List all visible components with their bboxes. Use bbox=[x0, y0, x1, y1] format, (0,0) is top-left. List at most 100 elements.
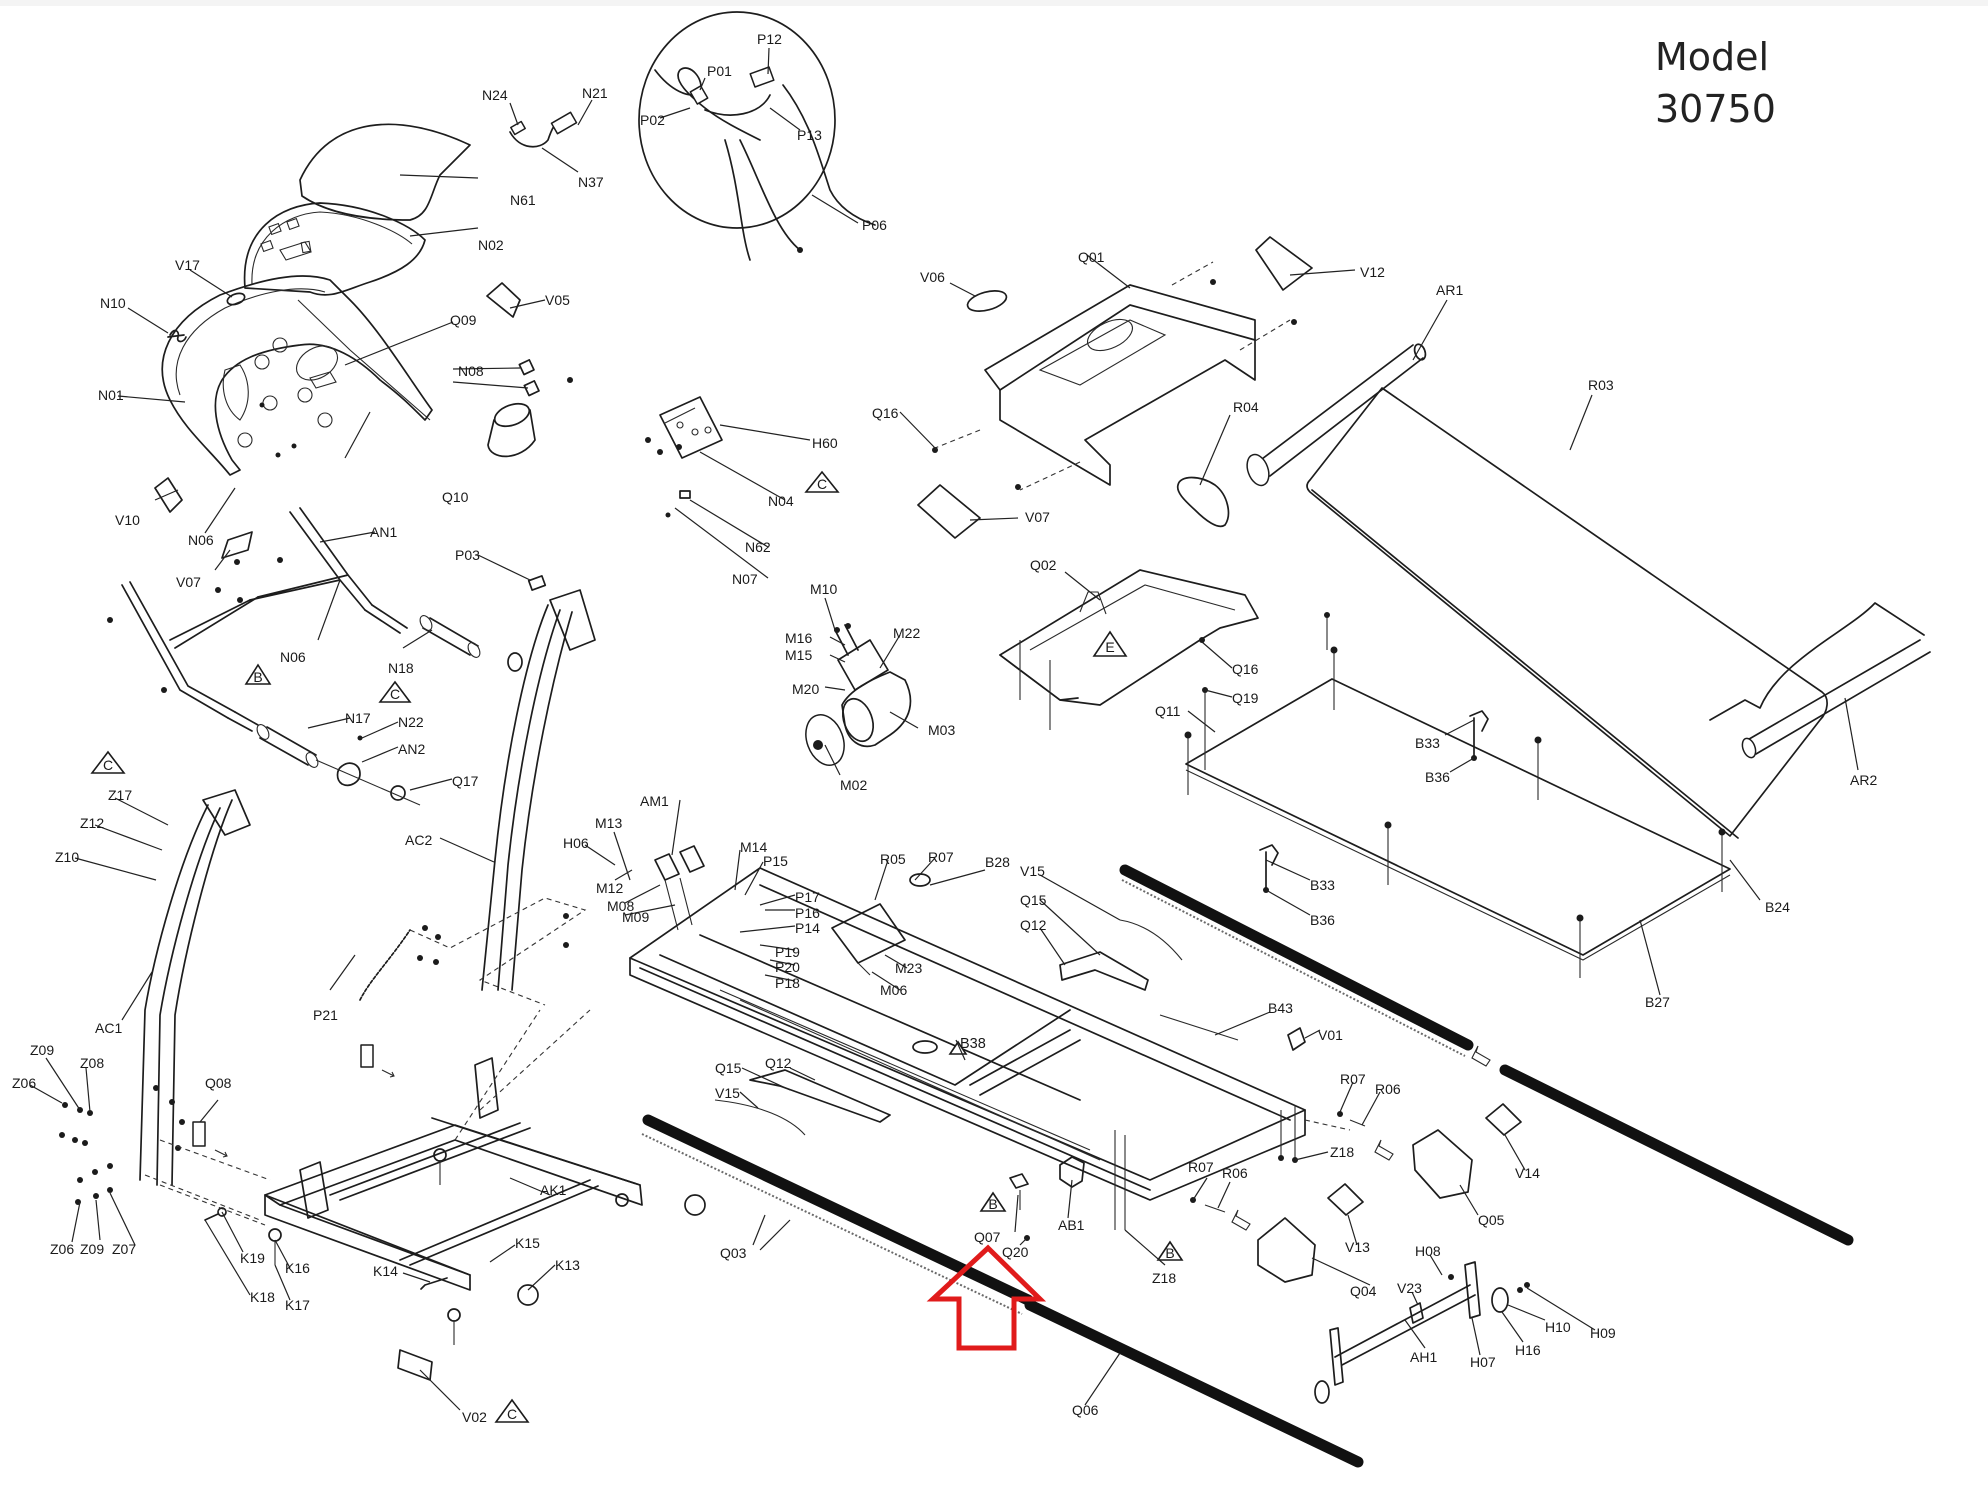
label-p16[interactable]: P16 bbox=[795, 905, 820, 921]
label-r05-frame[interactable]: R05 bbox=[880, 851, 906, 867]
part-ah1[interactable] bbox=[1334, 1284, 1476, 1366]
part-p03[interactable] bbox=[527, 575, 547, 591]
part-ak1[interactable] bbox=[264, 1124, 643, 1206]
label-m20[interactable]: M20 bbox=[792, 681, 819, 697]
label-m13[interactable]: M13 bbox=[595, 815, 622, 831]
label-n10[interactable]: N10 bbox=[100, 295, 126, 311]
label-v06[interactable]: V06 bbox=[920, 269, 945, 285]
part-m10[interactable] bbox=[834, 627, 840, 633]
part-v01[interactable] bbox=[1287, 1027, 1306, 1051]
label-b27[interactable]: B27 bbox=[1645, 994, 1670, 1010]
part-an1[interactable] bbox=[249, 507, 373, 611]
label-b36-lower[interactable]: B36 bbox=[1310, 912, 1335, 928]
part-m22-mount[interactable] bbox=[837, 639, 889, 691]
label-q20[interactable]: Q20 bbox=[1002, 1244, 1029, 1260]
label-p14[interactable]: P14 bbox=[795, 920, 820, 936]
label-q11[interactable]: Q11 bbox=[1155, 703, 1181, 719]
label-r07-mid[interactable]: R07 bbox=[1188, 1159, 1214, 1175]
label-h08[interactable]: H08 bbox=[1415, 1243, 1441, 1259]
label-v10[interactable]: V10 bbox=[115, 512, 140, 528]
part-n62[interactable] bbox=[679, 490, 691, 499]
label-p21[interactable]: P21 bbox=[313, 1007, 338, 1023]
label-n24[interactable]: N24 bbox=[482, 87, 508, 103]
part-n61[interactable] bbox=[299, 123, 471, 221]
part-v05[interactable] bbox=[486, 282, 521, 318]
part-m02[interactable] bbox=[799, 709, 851, 770]
label-n18[interactable]: N18 bbox=[388, 660, 414, 676]
label-am1[interactable]: AM1 bbox=[640, 793, 669, 809]
label-k19[interactable]: K19 bbox=[240, 1250, 265, 1266]
part-ar2[interactable] bbox=[1743, 639, 1931, 755]
part-v15-lower[interactable] bbox=[714, 1099, 806, 1136]
part-q01[interactable] bbox=[984, 284, 1256, 486]
label-z09-bottom[interactable]: Z09 bbox=[80, 1241, 104, 1257]
part-q12-upper[interactable] bbox=[1059, 951, 1149, 991]
label-z10[interactable]: Z10 bbox=[55, 849, 79, 865]
label-n01[interactable]: N01 bbox=[98, 387, 124, 403]
label-p06[interactable]: P06 bbox=[862, 217, 887, 233]
part-q12-lower[interactable] bbox=[749, 1069, 891, 1123]
label-m09[interactable]: M09 bbox=[622, 909, 649, 925]
part-p06[interactable] bbox=[782, 84, 876, 226]
label-v14[interactable]: V14 bbox=[1515, 1165, 1540, 1181]
part-r04[interactable] bbox=[1176, 476, 1230, 528]
label-an1[interactable]: AN1 bbox=[370, 524, 397, 540]
label-b33-upper[interactable]: B33 bbox=[1415, 735, 1440, 751]
label-m02[interactable]: M02 bbox=[840, 777, 867, 793]
part-am1[interactable] bbox=[654, 845, 705, 881]
label-v13[interactable]: V13 bbox=[1345, 1239, 1370, 1255]
label-q15-upper[interactable]: Q15 bbox=[1020, 892, 1047, 908]
label-z17[interactable]: Z17 bbox=[108, 787, 132, 803]
label-v01[interactable]: V01 bbox=[1318, 1027, 1343, 1043]
label-z18-mid[interactable]: Z18 bbox=[1152, 1270, 1176, 1286]
label-h16[interactable]: H16 bbox=[1515, 1342, 1541, 1358]
part-b33-upper[interactable] bbox=[1469, 710, 1489, 759]
label-m14[interactable]: M14 bbox=[740, 839, 767, 855]
label-r07-frame[interactable]: R07 bbox=[928, 849, 954, 865]
label-q16-lower[interactable]: Q16 bbox=[1232, 661, 1259, 677]
part-v13[interactable] bbox=[1327, 1183, 1364, 1216]
part-v07-right[interactable] bbox=[917, 484, 981, 539]
part-an2[interactable] bbox=[336, 762, 361, 787]
label-n08[interactable]: N08 bbox=[458, 363, 484, 379]
part-q05[interactable] bbox=[1412, 1129, 1473, 1199]
label-an2[interactable]: AN2 bbox=[398, 741, 425, 757]
label-z07[interactable]: Z07 bbox=[112, 1241, 136, 1257]
label-n07[interactable]: N07 bbox=[732, 571, 758, 587]
part-v06[interactable] bbox=[965, 287, 1008, 315]
label-q04[interactable]: Q04 bbox=[1350, 1283, 1377, 1299]
part-q08[interactable] bbox=[192, 1121, 206, 1147]
label-ac2[interactable]: AC2 bbox=[405, 832, 432, 848]
label-b33-lower[interactable]: B33 bbox=[1310, 877, 1335, 893]
label-r06-mid[interactable]: R06 bbox=[1222, 1165, 1248, 1181]
part-b27[interactable] bbox=[1185, 678, 1731, 956]
label-z18-right[interactable]: Z18 bbox=[1330, 1144, 1354, 1160]
label-m06[interactable]: M06 bbox=[880, 982, 907, 998]
label-n06-handlebar[interactable]: N06 bbox=[280, 649, 306, 665]
part-q04[interactable] bbox=[1257, 1217, 1316, 1283]
label-ac1[interactable]: AC1 bbox=[95, 1020, 122, 1036]
label-n22[interactable]: N22 bbox=[398, 714, 424, 730]
label-q10[interactable]: Q10 bbox=[442, 489, 469, 505]
label-m22[interactable]: M22 bbox=[893, 625, 920, 641]
part-n17[interactable] bbox=[227, 711, 320, 769]
label-r07-right[interactable]: R07 bbox=[1340, 1071, 1366, 1087]
label-p12[interactable]: P12 bbox=[757, 31, 782, 47]
label-ah1[interactable]: AH1 bbox=[1410, 1349, 1437, 1365]
label-v23[interactable]: V23 bbox=[1397, 1280, 1422, 1296]
label-p15[interactable]: P15 bbox=[763, 853, 788, 869]
label-q02[interactable]: Q02 bbox=[1030, 557, 1057, 573]
label-q16-hood[interactable]: Q16 bbox=[872, 405, 899, 421]
part-n24[interactable] bbox=[510, 120, 526, 136]
label-m12[interactable]: M12 bbox=[596, 880, 623, 896]
part-ab1[interactable] bbox=[1059, 1156, 1085, 1188]
part-v10[interactable] bbox=[154, 477, 183, 513]
label-n17[interactable]: N17 bbox=[345, 710, 371, 726]
part-b33-lower[interactable] bbox=[1259, 844, 1279, 891]
part-rail-upper[interactable] bbox=[1119, 864, 1474, 1051]
label-p20[interactable]: P20 bbox=[775, 959, 800, 975]
part-p13[interactable] bbox=[704, 94, 771, 116]
part-p02[interactable] bbox=[654, 67, 761, 141]
label-k18[interactable]: K18 bbox=[250, 1289, 275, 1305]
part-p01[interactable] bbox=[689, 85, 709, 105]
